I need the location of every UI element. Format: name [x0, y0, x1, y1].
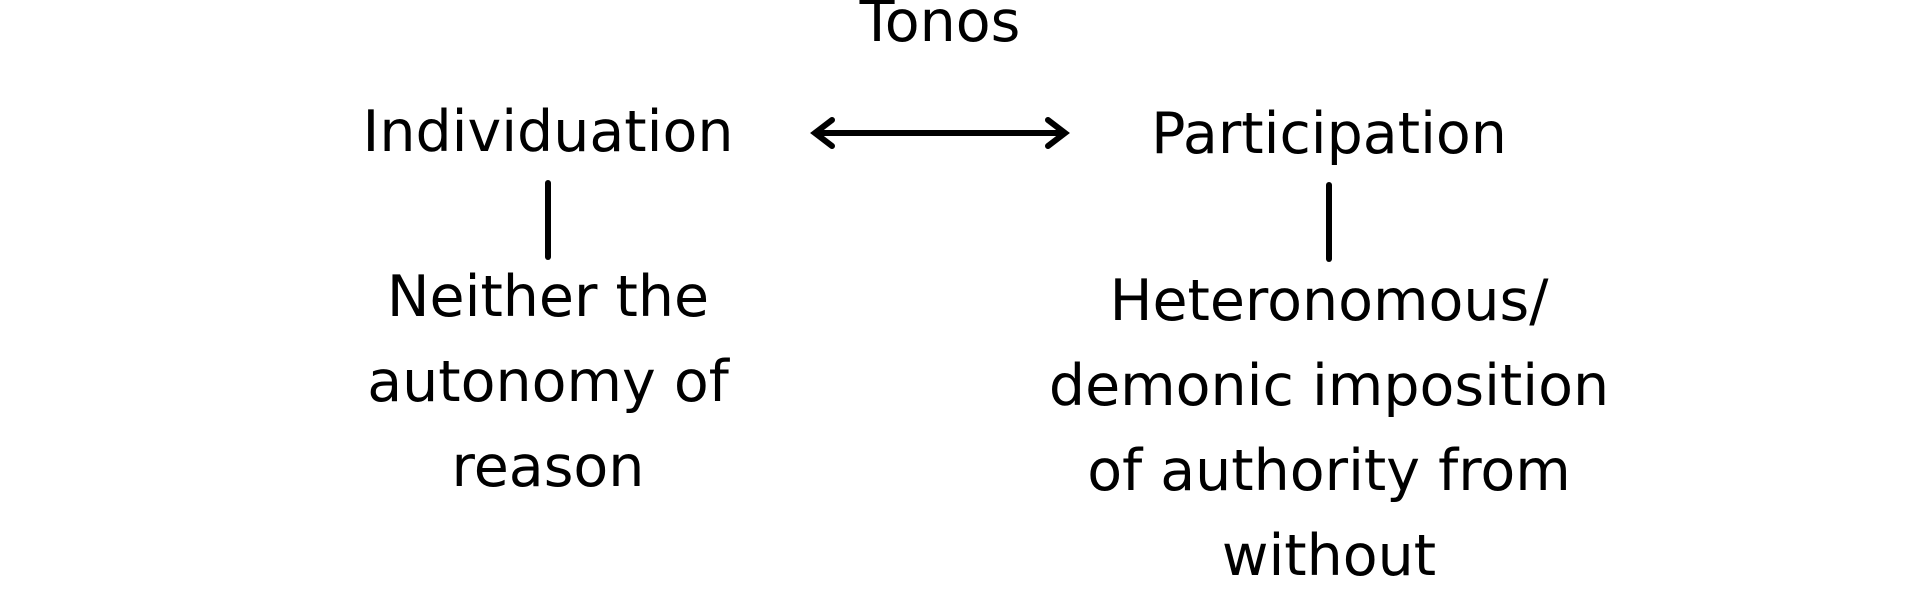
right-body: Heteronomous/ demonic imposition of auth…	[1049, 259, 1609, 599]
right-body-line: of authority from	[1087, 438, 1571, 504]
right-body-line: without	[1221, 523, 1437, 589]
left-body-line: reason	[451, 434, 645, 500]
top-label: Tonos	[859, 0, 1021, 55]
left-body-line: autonomy of	[367, 349, 729, 415]
double-arrow-right-head	[1045, 117, 1070, 149]
right-body-line: Heteronomous/	[1109, 268, 1549, 334]
double-arrow-left-head	[810, 117, 835, 149]
connectors	[545, 117, 1332, 262]
right-heading: Participation	[1151, 101, 1507, 167]
right-body-line: demonic imposition	[1048, 353, 1610, 419]
left-heading: Individuation	[362, 99, 734, 165]
left-body-line: Neither the	[386, 264, 710, 330]
left-body: Neither the autonomy of reason	[367, 255, 729, 510]
